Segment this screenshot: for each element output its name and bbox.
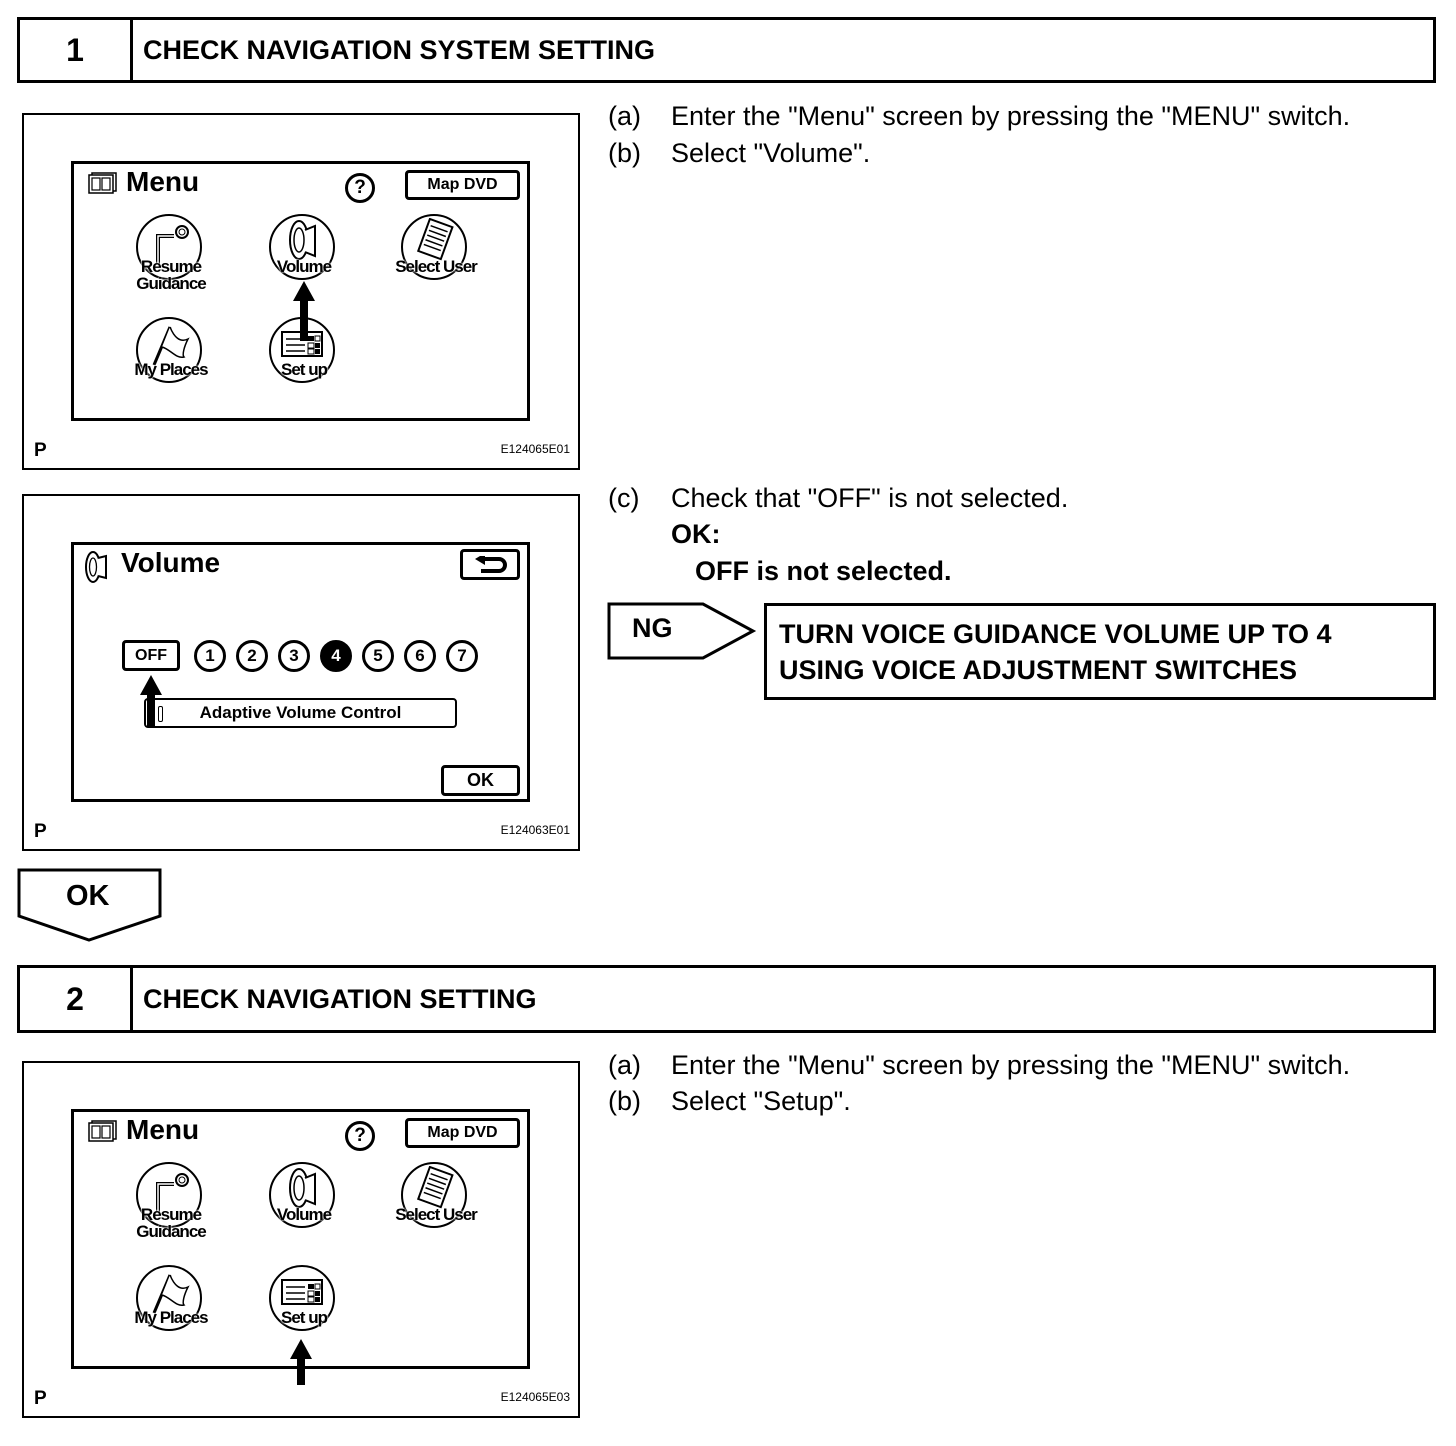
screen-title: Menu bbox=[126, 1114, 200, 1145]
menu-item-label: Select User bbox=[395, 1205, 478, 1224]
nav-screen-volume: Volume OFF 1 2 3 4 5 6 7 Adaptive Volume… bbox=[71, 542, 530, 802]
ng-action-line: TURN VOICE GUIDANCE VOLUME UP TO 4 bbox=[779, 619, 1332, 649]
map-dvd-button[interactable]: Map DVD bbox=[405, 1118, 520, 1148]
step-number: 1 bbox=[20, 20, 133, 80]
ok-flow-arrow-shape bbox=[17, 868, 162, 942]
volume-level-2[interactable]: 2 bbox=[236, 640, 268, 672]
volume-level-7[interactable]: 7 bbox=[446, 640, 478, 672]
map-dvd-button[interactable]: Map DVD bbox=[405, 170, 520, 200]
menu-item-label: Volume bbox=[276, 257, 332, 276]
flag-icon bbox=[152, 1274, 190, 1314]
adaptive-volume-control-button[interactable]: Adaptive Volume Control bbox=[144, 698, 457, 728]
arrow-up-icon bbox=[293, 281, 315, 341]
menu-item-volume[interactable]: Volume bbox=[239, 214, 369, 304]
step-title: CHECK NAVIGATION SYSTEM SETTING bbox=[143, 34, 656, 65]
menu-item-volume[interactable]: Volume bbox=[239, 1162, 369, 1252]
speaker-icon bbox=[289, 220, 316, 260]
menu-item-select-user[interactable]: Select User bbox=[371, 1162, 501, 1252]
resume-guidance-icon bbox=[156, 1173, 189, 1212]
ok-condition: OFF is not selected. bbox=[695, 556, 952, 586]
setup-panel-icon bbox=[281, 1279, 323, 1305]
return-arrow-icon bbox=[475, 555, 507, 573]
ok-heading: OK: bbox=[671, 519, 721, 549]
menu-item-label: Select User bbox=[395, 257, 478, 276]
volume-level-5[interactable]: 5 bbox=[362, 640, 394, 672]
instruction-1c: (c)Check that "OFF" is not selected. bbox=[608, 483, 1069, 513]
figure-code: E124065E01 bbox=[500, 442, 570, 456]
volume-level-6[interactable]: 6 bbox=[404, 640, 436, 672]
volume-level-4-selected[interactable]: 4 bbox=[320, 640, 352, 672]
step-title: CHECK NAVIGATION SETTING bbox=[143, 983, 537, 1014]
instruction-1b: (b)Select "Volume". bbox=[608, 138, 871, 168]
ng-action-line: USING VOICE ADJUSTMENT SWITCHES bbox=[779, 655, 1298, 685]
menu-item-label: Set up bbox=[281, 360, 328, 379]
instruction-2b: (b)Select "Setup". bbox=[608, 1086, 851, 1116]
ng-arrow-shape bbox=[607, 602, 757, 660]
screen-title: Volume bbox=[121, 547, 221, 578]
figure-corner-label: P bbox=[34, 1388, 47, 1409]
menu-item-label: Volume bbox=[276, 1205, 332, 1224]
menu-item-label: My Places bbox=[134, 1308, 208, 1327]
ok-button[interactable]: OK bbox=[441, 765, 520, 796]
user-list-icon bbox=[416, 218, 454, 261]
user-list-icon bbox=[416, 1166, 454, 1209]
figure-corner-label: P bbox=[34, 440, 47, 461]
instruction-2a: (a)Enter the "Menu" screen by pressing t… bbox=[608, 1050, 1351, 1080]
volume-level-3[interactable]: 3 bbox=[278, 640, 310, 672]
menu-book-icon bbox=[88, 172, 117, 194]
arrow-up-icon bbox=[140, 675, 162, 727]
instruction-1a: (a)Enter the "Menu" screen by pressing t… bbox=[608, 101, 1351, 131]
step-number: 2 bbox=[20, 968, 133, 1030]
adaptive-volume-label: Adaptive Volume Control bbox=[199, 703, 402, 722]
volume-off-button[interactable]: OFF bbox=[122, 640, 180, 671]
volume-level-1[interactable]: 1 bbox=[194, 640, 226, 672]
indicator-icon bbox=[158, 706, 163, 722]
help-button[interactable]: ? bbox=[345, 173, 375, 203]
menu-item-my-places[interactable]: My Places bbox=[106, 1265, 236, 1355]
figure-volume-settings: Volume OFF 1 2 3 4 5 6 7 Adaptive Volume… bbox=[22, 494, 580, 851]
ng-label: NG bbox=[632, 613, 673, 643]
menu-item-select-user[interactable]: Select User bbox=[371, 214, 501, 304]
help-button[interactable]: ? bbox=[345, 1121, 375, 1151]
menu-item-my-places[interactable]: My Places bbox=[106, 317, 236, 407]
figure-code: E124065E03 bbox=[500, 1390, 570, 1404]
step-1-header: 1 CHECK NAVIGATION SYSTEM SETTING bbox=[17, 17, 1436, 83]
menu-book-icon bbox=[88, 1120, 117, 1142]
flag-icon bbox=[152, 326, 190, 366]
figure-code: E124063E01 bbox=[500, 823, 570, 837]
menu-item-label: Set up bbox=[281, 1308, 328, 1327]
arrow-up-icon bbox=[290, 1339, 312, 1385]
speaker-icon bbox=[85, 551, 107, 583]
ok-flow-label: OK bbox=[66, 880, 110, 912]
back-button[interactable] bbox=[460, 549, 520, 580]
speaker-icon bbox=[289, 1168, 316, 1208]
screen-title: Menu bbox=[126, 166, 200, 197]
menu-item-label: My Places bbox=[134, 360, 208, 379]
figure-corner-label: P bbox=[34, 821, 47, 842]
resume-guidance-icon bbox=[156, 225, 189, 264]
ng-action-box[interactable]: TURN VOICE GUIDANCE VOLUME UP TO 4 USING… bbox=[764, 603, 1436, 700]
step-2-header: 2 CHECK NAVIGATION SETTING bbox=[17, 965, 1436, 1033]
menu-item-set-up[interactable]: Set up bbox=[239, 1265, 369, 1355]
